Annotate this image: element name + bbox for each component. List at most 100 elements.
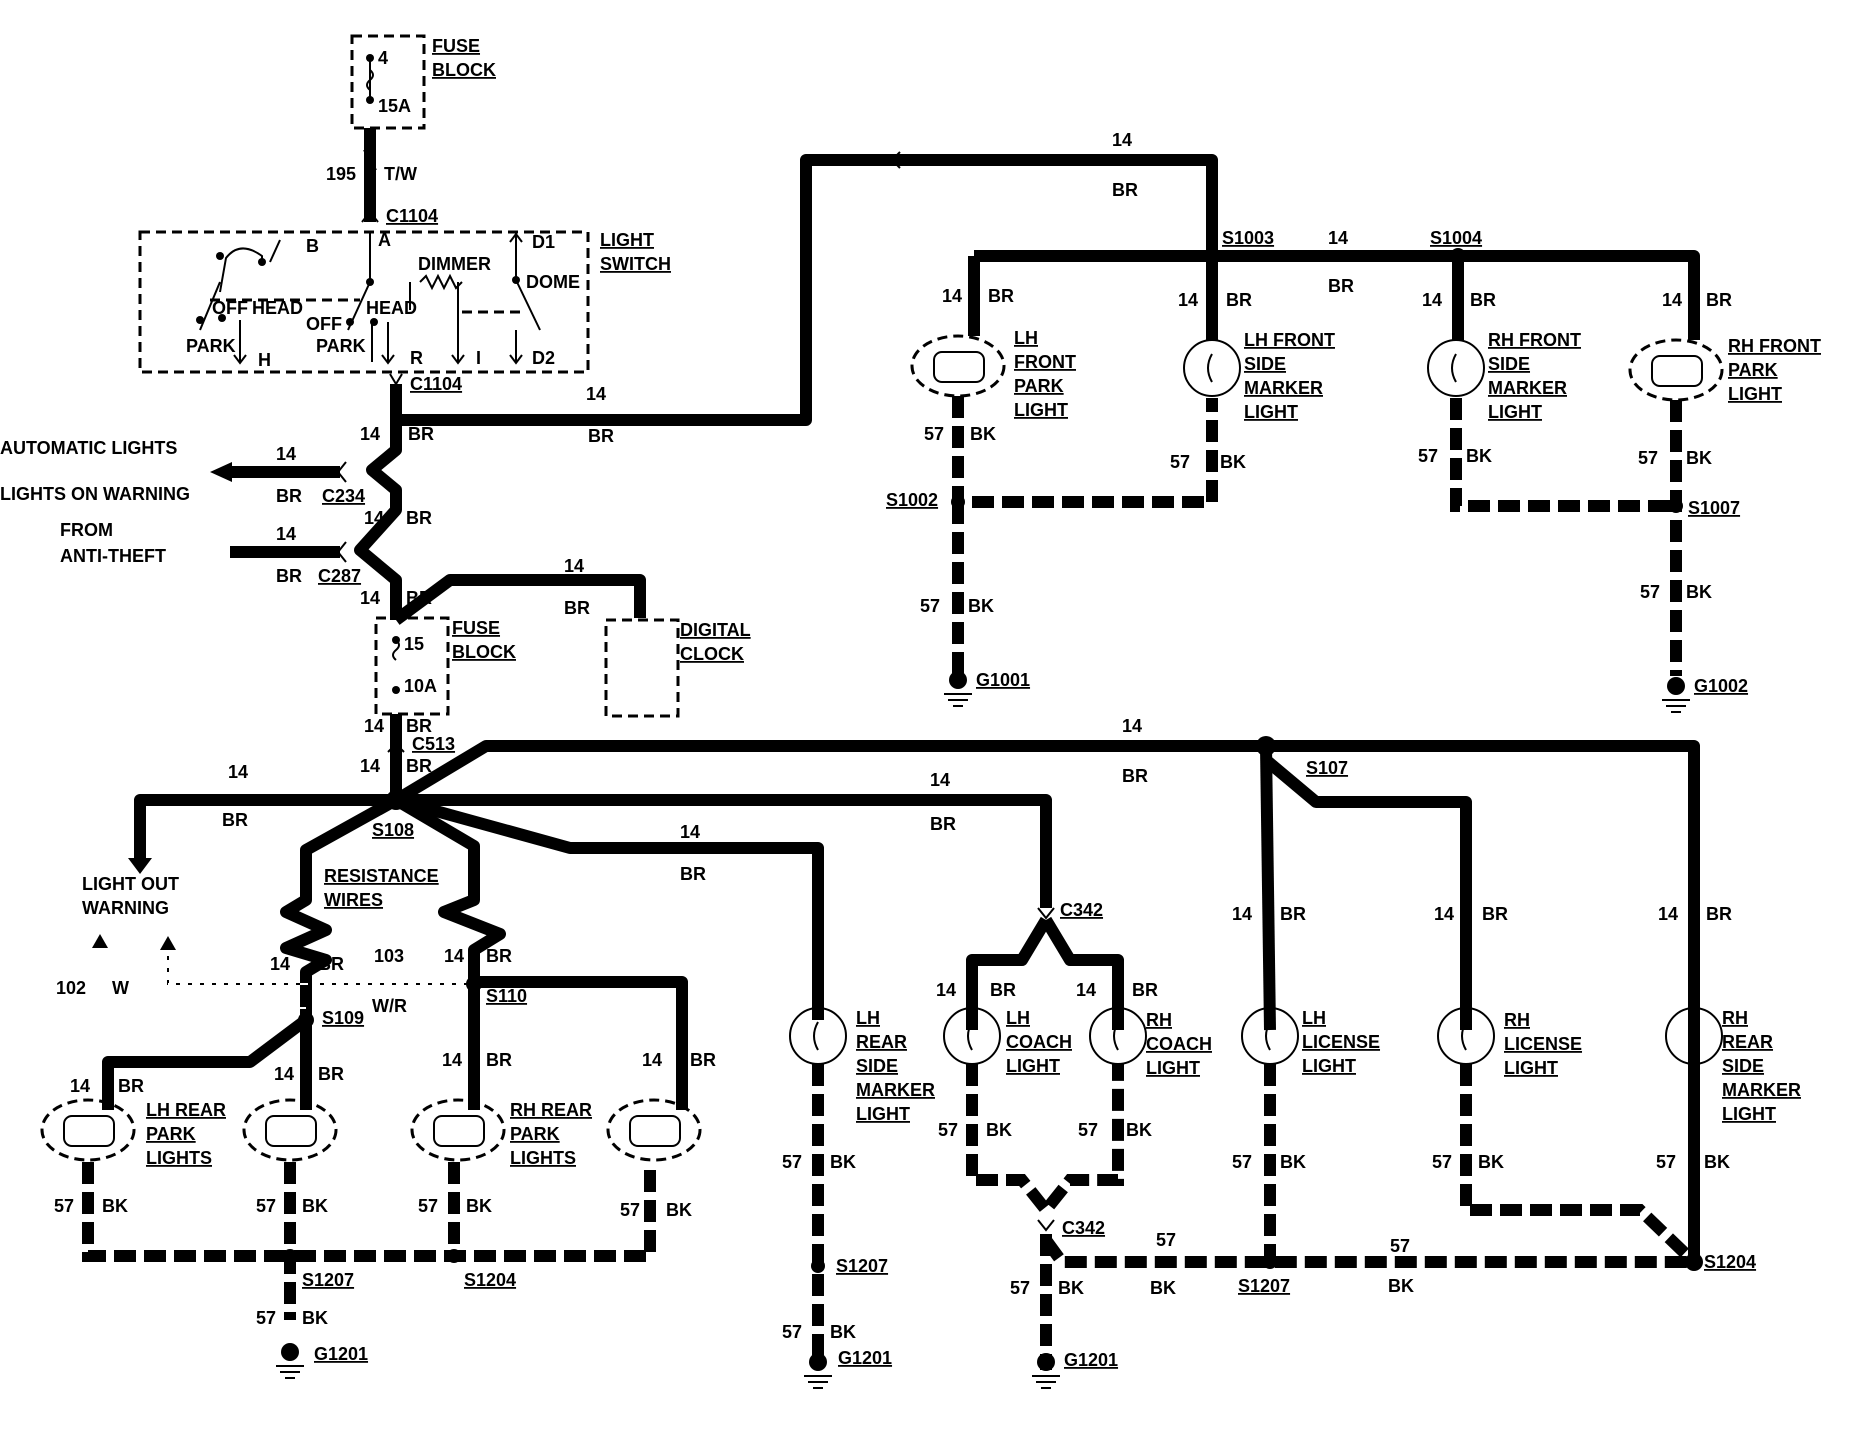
fuse-rating: 15A [378, 96, 411, 116]
wire-color-bk-m: BK [1280, 1152, 1306, 1172]
wire-gauge-f: 14 [276, 444, 296, 464]
connector-c342-top: C342 [1060, 900, 1103, 920]
lamp-rh-rear-park-2: PARK [510, 1124, 560, 1144]
light-out-label-2: WARNING [82, 898, 169, 918]
lamp-lh-coach-3: LIGHT [1006, 1056, 1060, 1076]
ground-g1201-a: G1201 [314, 1344, 368, 1364]
connector-c342-bottom: C342 [1062, 1218, 1105, 1238]
wire-gauge-fa: 14 [942, 286, 962, 306]
wire-gauge-57-o: 57 [1656, 1152, 1676, 1172]
wire-gauge-57-m: 57 [1232, 1152, 1252, 1172]
wire-gauge-d: 14 [364, 508, 384, 528]
input-automatic-lights: AUTOMATIC LIGHTS [0, 438, 177, 458]
lamp-rh-rear-side-3: SIDE [1722, 1056, 1764, 1076]
sw-pin-d2: D2 [532, 348, 555, 368]
wire-gauge-57-f: 57 [782, 1152, 802, 1172]
lamp-lh-license-3: LIGHT [1302, 1056, 1356, 1076]
lamp-lh-rear-side-2: REAR [856, 1032, 907, 1052]
lamp-lh-front-side-1: LH FRONT [1244, 330, 1335, 350]
fuse-pin: 4 [378, 48, 388, 68]
lamp-rh-front-side-2: SIDE [1488, 354, 1530, 374]
sw-pin-h: H [258, 350, 271, 370]
wire-color-m: BR [1280, 904, 1306, 924]
wire-color-b: BR [1112, 180, 1138, 200]
wire-gauge-u: 14 [70, 1076, 90, 1096]
wire-gauge-x: 14 [442, 1050, 462, 1070]
lamp-lh-front-park-1: LH [1014, 328, 1038, 348]
connector-c287: C287 [318, 566, 361, 586]
ground-g1002: G1002 [1694, 676, 1748, 696]
wire-gauge-l: 14 [1122, 716, 1142, 736]
circuit-103: 103 [374, 946, 404, 966]
wire-color-bk-d: BK [666, 1200, 692, 1220]
lamp-lh-rear-side-5: LIGHT [856, 1104, 910, 1124]
lamp-lh-front-side-2: SIDE [1244, 354, 1286, 374]
input-anti-theft: ANTI-THEFT [60, 546, 166, 566]
lamp-rh-front-park-1: RH FRONT [1728, 336, 1821, 356]
wire-gauge-q: 14 [936, 980, 956, 1000]
lamp-lh-license-2: LICENSE [1302, 1032, 1380, 1052]
fuse-block-title-2: BLOCK [432, 60, 496, 80]
wire-gauge-57-n: 57 [1432, 1152, 1452, 1172]
splice-s110: S110 [486, 986, 527, 1006]
wire-color-s: BR [680, 864, 706, 884]
connector-c1104-bottom: C1104 [410, 374, 462, 394]
wire-gauge-57-d: 57 [620, 1200, 640, 1220]
fuse-mid-rating: 10A [404, 676, 437, 696]
wire-gauge-t: 14 [270, 954, 290, 974]
wire-color-x: BR [486, 1050, 512, 1070]
feed-color: T/W [384, 164, 417, 184]
wire-gauge-o: 14 [1658, 904, 1678, 924]
wire-gauge-57-q: 57 [1170, 452, 1190, 472]
wire-color-fa: BR [988, 286, 1014, 306]
wire-color-i: BR [406, 716, 432, 736]
bulb-lamps-rear [789, 1007, 1723, 1065]
fuse-mid-title-1: FUSE [452, 618, 500, 638]
wire-color-g: BR [276, 566, 302, 586]
circuit-102-color: W [112, 978, 129, 998]
front-lamps [910, 334, 1724, 402]
splice-s1007: S1007 [1688, 498, 1740, 518]
wire-gauge-b: 14 [1112, 130, 1132, 150]
wire-color-q: BR [990, 980, 1016, 1000]
sw-pin-b: B [306, 236, 319, 256]
wire-gauge-fb: 14 [1178, 290, 1198, 310]
lamp-lh-rear-park-3: LIGHTS [146, 1148, 212, 1168]
wire-color-t: BR [318, 954, 344, 974]
lamp-rh-coach-2: COACH [1146, 1034, 1212, 1054]
splice-s1002: S1002 [886, 490, 938, 510]
lamp-rh-license-1: RH [1504, 1010, 1530, 1030]
sw-pin-d1: D1 [532, 232, 555, 252]
ground-g1201-b: G1201 [838, 1348, 892, 1368]
wire-gauge-n: 14 [1434, 904, 1454, 924]
fuse-mid-title-2: BLOCK [452, 642, 516, 662]
wire-color-bk-g: BK [830, 1322, 856, 1342]
lamp-rh-front-side-3: MARKER [1488, 378, 1567, 398]
wire-gauge-57-i: 57 [1078, 1120, 1098, 1140]
light-out-label-1: LIGHT OUT [82, 874, 179, 894]
sw-pin-i: I [476, 348, 481, 368]
lamp-lh-license-1: LH [1302, 1008, 1326, 1028]
connector-c1104-top: C1104 [386, 206, 438, 226]
input-lights-on-warning: LIGHTS ON WARNING [0, 484, 190, 504]
wire-color-bk-s: BK [1686, 448, 1712, 468]
wire-gauge-a: 14 [586, 384, 606, 404]
sw-label-off-1: OFF [212, 298, 248, 318]
connector-c234: C234 [322, 486, 365, 506]
wire-color-fc: BR [1470, 290, 1496, 310]
splice-s1207-b: S1207 [836, 1256, 888, 1276]
wire-gauge-k: 14 [228, 762, 248, 782]
splice-s1004: S1004 [1430, 228, 1482, 248]
wire-color-d: BR [406, 508, 432, 528]
wire-color-c: BR [408, 424, 434, 444]
lamp-rh-front-side-1: RH FRONT [1488, 330, 1581, 350]
wire-color-bk-a: BK [102, 1196, 128, 1216]
splice-s1207-c: S1207 [1238, 1276, 1290, 1296]
fuse-block-mid: 15 10A FUSE BLOCK [374, 616, 516, 716]
wire-color-bk-l: BK [1388, 1276, 1414, 1296]
ground-g1201-c: G1201 [1064, 1350, 1118, 1370]
wire-color-j: BR [406, 756, 432, 776]
wire-color-y: BR [690, 1050, 716, 1070]
wire-color-p: BR [930, 814, 956, 834]
wire-color-v: BR [318, 1064, 344, 1084]
